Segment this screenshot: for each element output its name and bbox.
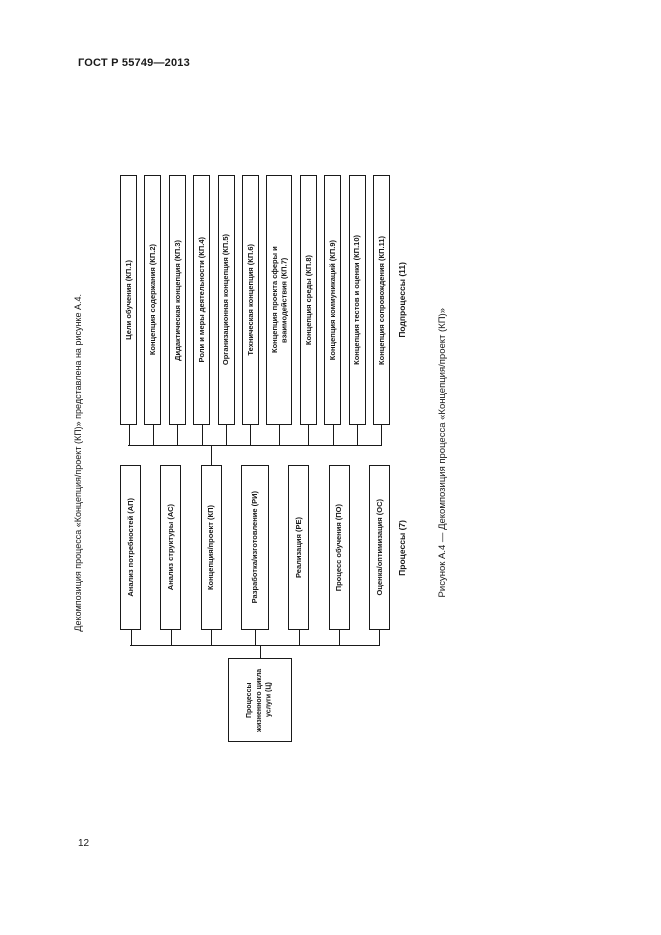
process-row: Анализ потребностей (АП) Анализ структур… (120, 445, 390, 645)
document-header: ГОСТ Р 55749—2013 (78, 57, 190, 69)
subprocess-row: Цели обучения (КП.1) Концепция содержани… (120, 175, 390, 445)
process-box-as: Анализ структуры (АС) (160, 465, 182, 645)
subprocess-box-kp4: Роли и меры деятельности (КП.4) (193, 175, 211, 445)
connector-bus-subprocesses (128, 445, 382, 446)
subprocess-label: Концепция тестов и оценки (КП.10) (352, 235, 362, 365)
subprocess-box-kp8: Концепция среды (КП.8) (299, 175, 317, 445)
subprocess-label: Роли и меры деятельности (КП.4) (196, 237, 206, 363)
subprocess-label: Концепция сопровождения (КП.11) (376, 235, 386, 365)
subprocess-box-kp7: Концепция проекта сферы и взаимодействия… (266, 175, 293, 445)
process-box-re: Реализация (РЕ) (288, 465, 310, 645)
process-label: Анализ потребностей (АП) (125, 498, 135, 597)
process-box-ap: Анализ потребностей (АП) (120, 465, 141, 645)
process-box-po: Процесс обучения (ПО) (328, 465, 350, 645)
subprocess-box-kp1: Цели обучения (КП.1) (120, 175, 137, 445)
subprocess-box-kp3: Дидактическая концепция (КП.3) (168, 175, 186, 445)
subprocess-box-kp9: Концепция коммуникаций (КП.9) (324, 175, 342, 445)
process-label: Анализ структуры (АС) (166, 504, 176, 591)
subprocess-label: Дидактическая концепция (КП.3) (172, 239, 182, 361)
root-process-box: Процессы жизненного цикла услуги (Ц) (228, 645, 292, 742)
process-label: Процесс обучения (ПО) (334, 503, 344, 592)
subprocess-label: Концепция проекта сферы и взаимодействия… (269, 246, 289, 354)
subprocess-label: Концепция коммуникаций (КП.9) (327, 239, 337, 361)
process-box-ri: Разработка/изготовление (РИ) (240, 465, 269, 645)
subprocess-label: Техническая концепция (КП.6) (245, 244, 255, 356)
subprocess-box-kp6: Техническая концепция (КП.6) (241, 175, 259, 445)
subprocess-label: Цели обучения (КП.1) (123, 260, 133, 340)
process-box-kp: Концепция/проект (КП) (200, 445, 222, 645)
page-number: 12 (78, 838, 90, 849)
figure-caption-text: Рисунок А.4 — Декомпозиция процесса «Кон… (436, 307, 448, 598)
subprocess-label: Концепция среды (КП.8) (303, 254, 313, 346)
process-label: Концепция/проект (КП) (206, 504, 216, 591)
process-label: Оценка/оптимизация (ОС) (374, 499, 384, 596)
process-label: Разработка/изготовление (РИ) (250, 491, 260, 604)
subprocess-box-kp5: Организационная концепция (КП.5) (217, 175, 235, 445)
subprocess-label: Организационная концепция (КП.5) (221, 234, 231, 366)
process-label: Реализация (РЕ) (294, 516, 304, 578)
subprocess-box-kp10: Концепция тестов и оценки (КП.10) (348, 175, 366, 445)
side-note: Декомпозиция процесса «Концепция/проект … (70, 265, 86, 660)
subprocess-box-kp2: Концепция содержания (КП.2) (144, 175, 162, 445)
process-group-label: Процессы (7) (397, 519, 407, 576)
side-note-text: Декомпозиция процесса «Концепция/проект … (73, 293, 83, 632)
subprocess-box-kp11: Концепция сопровождения (КП.11) (372, 175, 390, 445)
figure-caption: Рисунок А.4 — Декомпозиция процесса «Кон… (434, 285, 450, 620)
connector-bus-processes (130, 645, 380, 646)
subprocess-label: Концепция содержания (КП.2) (148, 244, 158, 356)
root-process-label: Процессы жизненного цикла услуги (Ц) (246, 668, 273, 732)
process-box-os: Оценка/оптимизация (ОС) (368, 465, 390, 645)
subprocess-group-label: Подпроцессы (11) (397, 262, 407, 338)
